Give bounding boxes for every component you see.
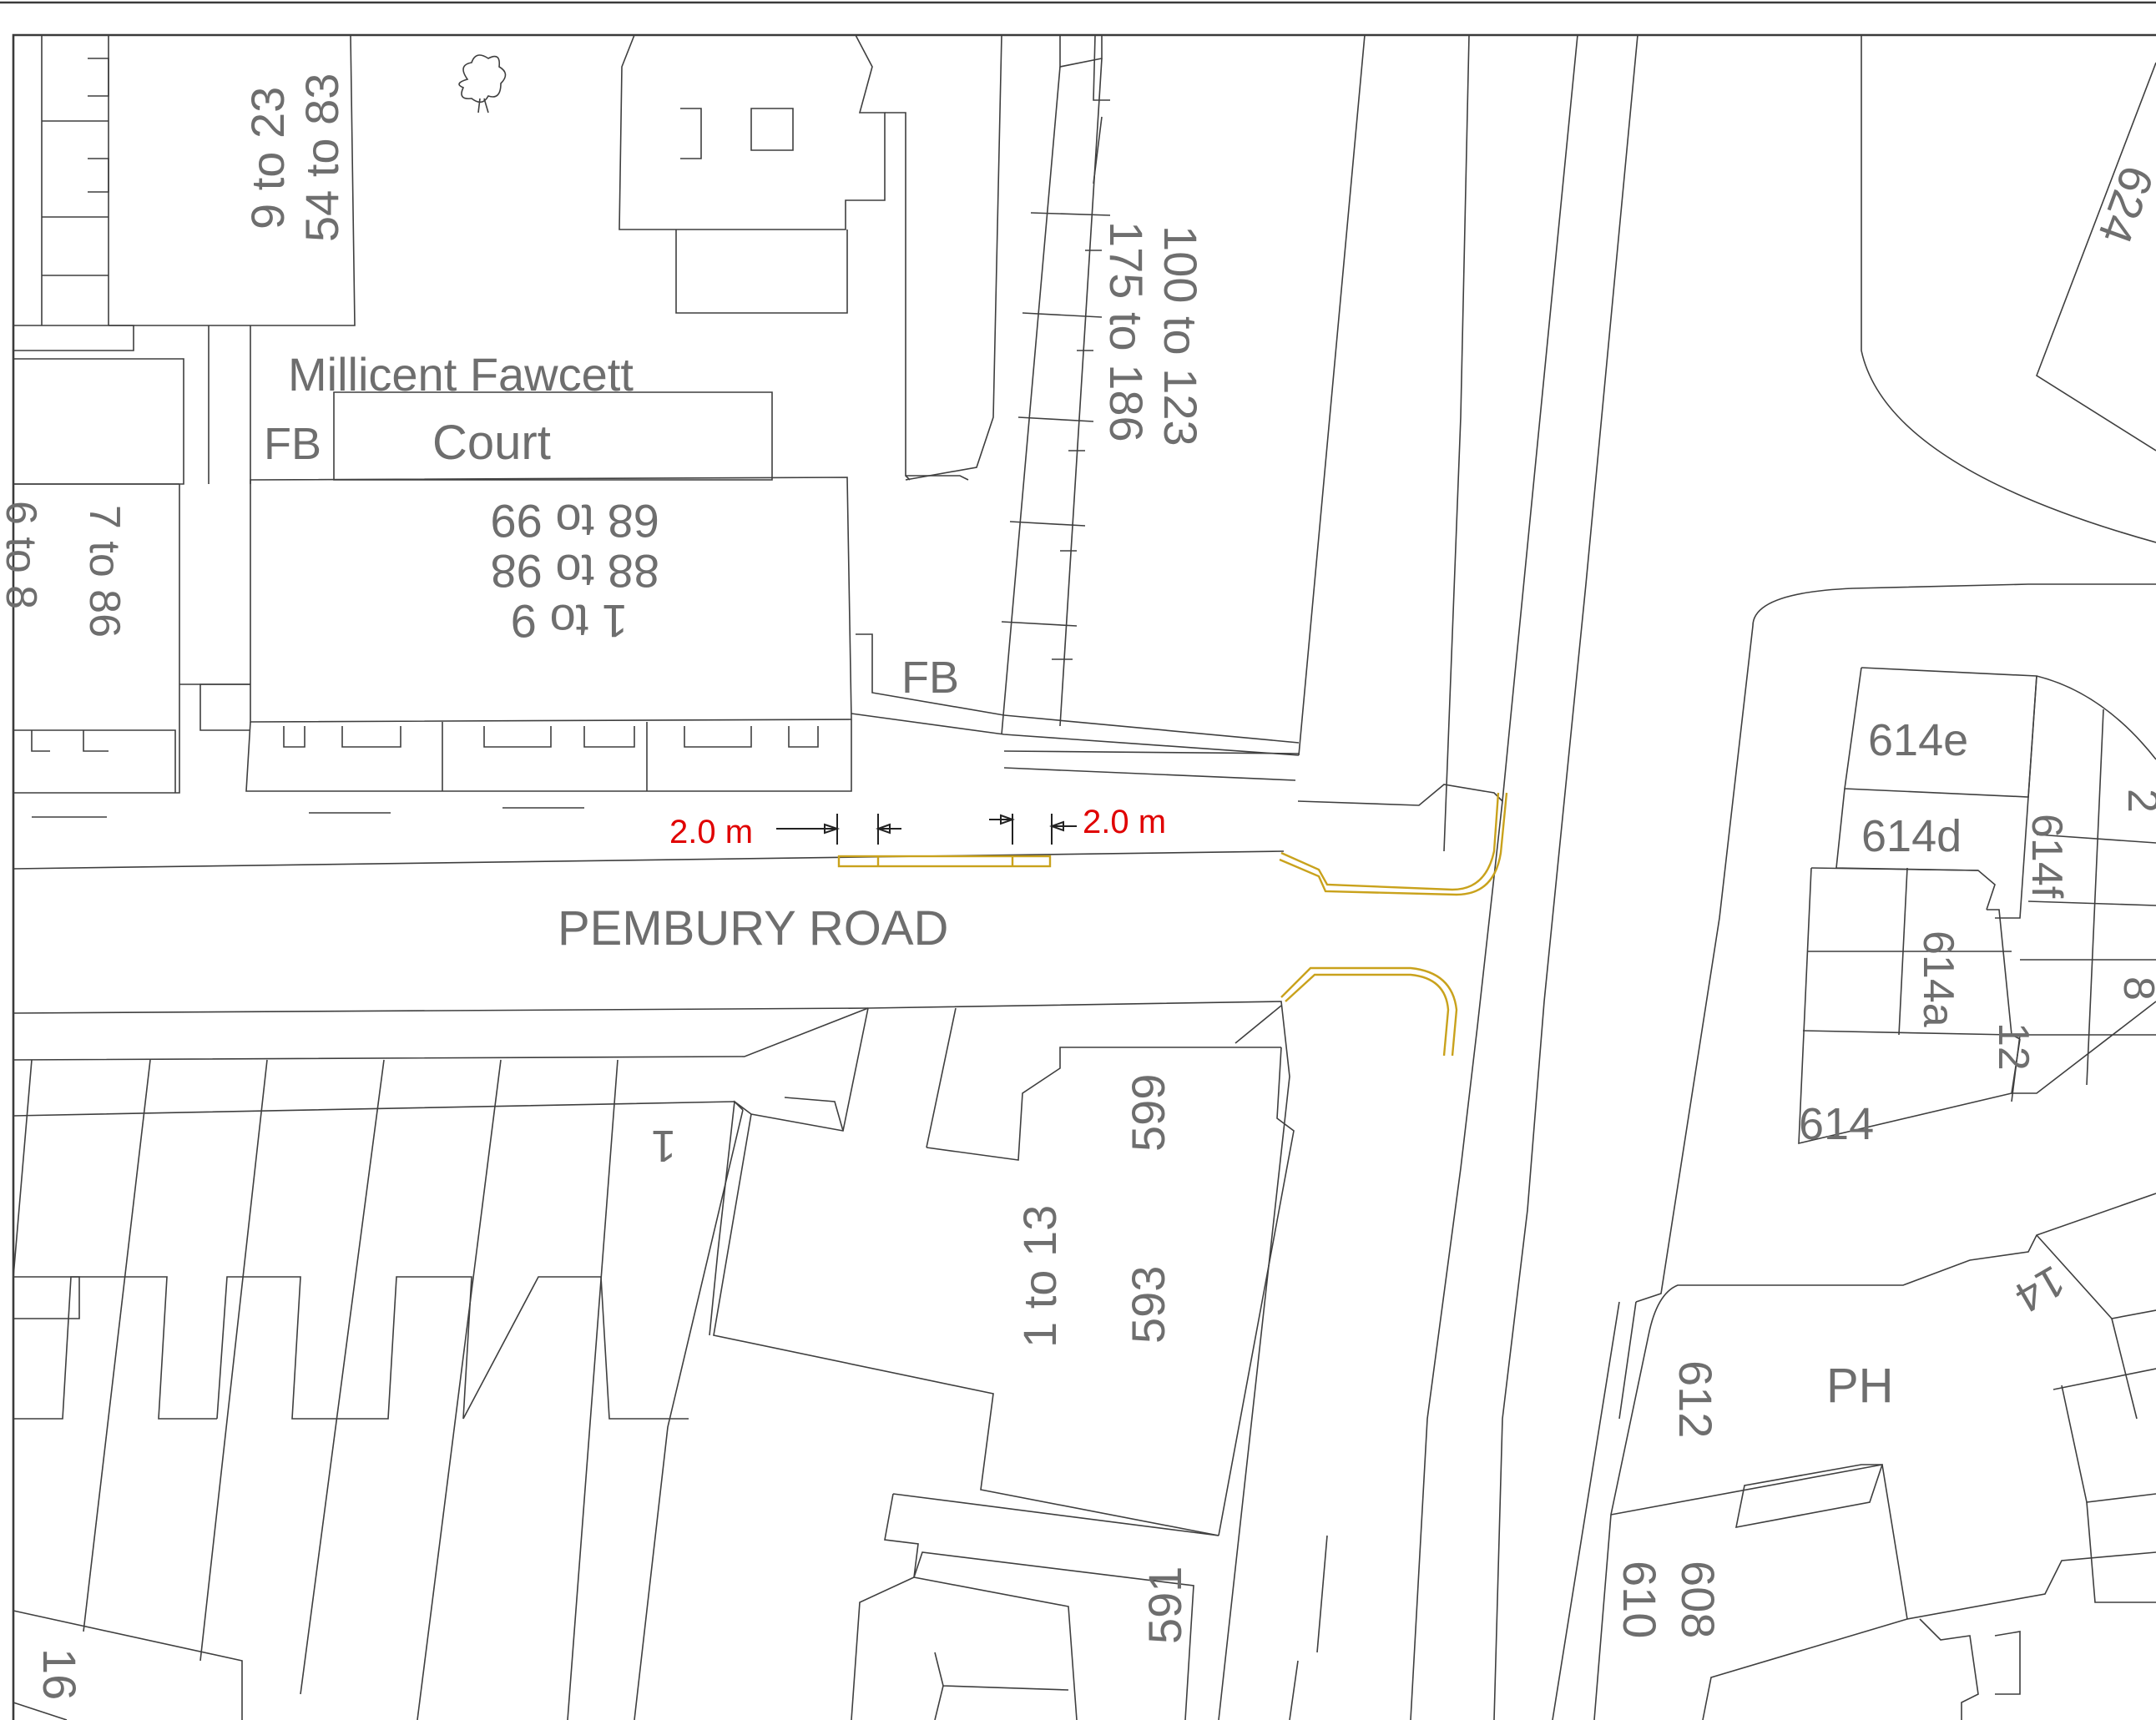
label-12: 12: [1989, 1022, 2037, 1071]
label-68-to-99: 68 to 99: [491, 495, 659, 547]
ph-label: PH: [1826, 1359, 1894, 1413]
central-north-buildings: [619, 34, 1503, 806]
label-599: 599: [1122, 1074, 1174, 1152]
label-54-to-83: 54 to 83: [295, 73, 348, 242]
label-16: 16: [33, 1648, 86, 1700]
label-610: 610: [1613, 1561, 1666, 1638]
label-614e: 614e: [1868, 715, 1968, 765]
label-9-to-23: 9 to 23: [241, 87, 294, 230]
label-2: 2: [2118, 789, 2156, 813]
label-88-to-98: 88 to 98: [491, 545, 659, 598]
label-7-to-86: 7 to 86: [80, 505, 129, 638]
label-614d: 614d: [1861, 811, 1962, 861]
label-1-to-13: 1 to 13: [1013, 1205, 1066, 1348]
fb-label-2: FB: [901, 653, 959, 703]
label-593: 593: [1122, 1266, 1174, 1344]
dimension-markers: [776, 814, 1077, 845]
map-frame: [12, 33, 2156, 1720]
fb-label-1: FB: [264, 419, 321, 469]
label-100-to-123: 100 to 123: [1154, 225, 1207, 446]
north-east-buildings: [1635, 35, 2156, 1303]
dimension-label-left: 2.0 m: [669, 814, 753, 850]
pembury-road-edges: [13, 750, 1300, 1061]
court-name-line2: Court: [432, 416, 551, 470]
south-east-buildings: [1593, 1193, 2156, 1720]
north-west-buildings: [13, 34, 852, 794]
dimension-label-right: 2.0 m: [1083, 804, 1166, 840]
road-name-label: PEMBURY ROAD: [558, 901, 948, 956]
tree-icon: [458, 54, 507, 113]
label-8: 8: [2114, 976, 2156, 1001]
label-14: 14: [2007, 1256, 2073, 1322]
label-608: 608: [1672, 1561, 1724, 1638]
label-614f: 614f: [2022, 814, 2071, 899]
label-614: 614: [1799, 1099, 1874, 1149]
label-591: 591: [1139, 1566, 1191, 1644]
label-612: 612: [1669, 1360, 1722, 1438]
south-central-buildings: [709, 1001, 1295, 1720]
label-614a: 614a: [1914, 931, 1962, 1027]
label-1: 1: [651, 1121, 676, 1171]
kerb-markings: [837, 792, 1508, 1057]
main-road-edges: [1289, 34, 1638, 1720]
label-partial-left: 6 to 8: [0, 501, 45, 609]
label-1-to-9: 1 to 9: [511, 595, 628, 648]
court-name-line1: Millicent Fawcett: [288, 348, 634, 401]
label-624: 624: [2088, 159, 2156, 250]
south-west-plots: [13, 1059, 744, 1720]
label-175-to-186: 175 to 186: [1100, 221, 1153, 442]
